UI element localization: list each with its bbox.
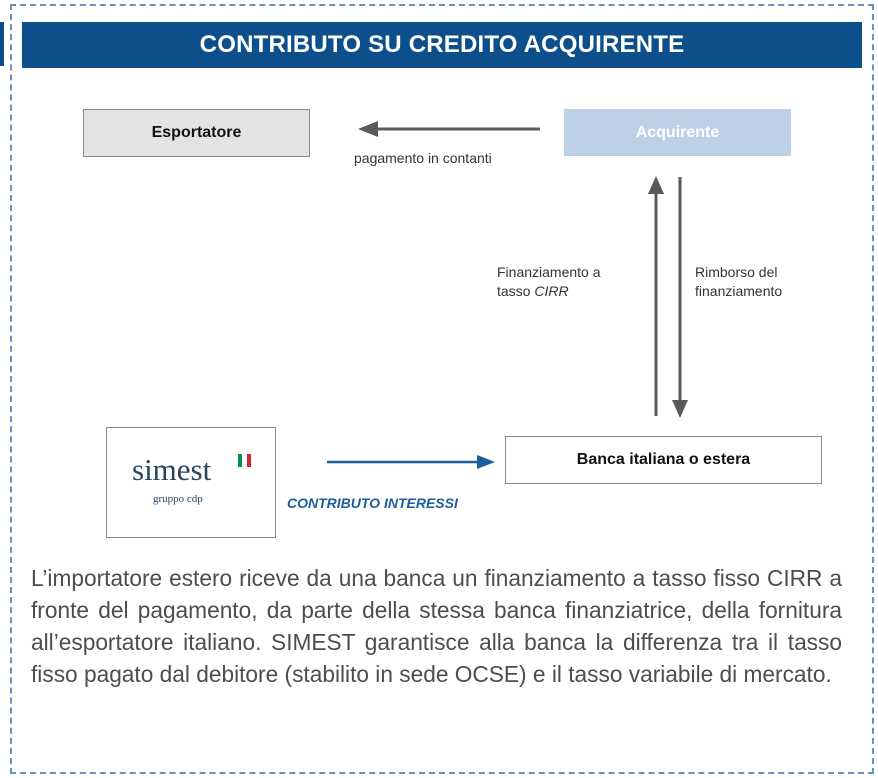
exporter-label: Esportatore (151, 124, 242, 141)
payment-label: pagamento in contanti (354, 150, 492, 166)
flag-stripe-white (242, 454, 247, 467)
financing-rate-name: CIRR (534, 283, 569, 299)
italian-flag-icon (238, 454, 251, 467)
financing-label-line2: tasso CIRR (497, 282, 601, 301)
contribution-arrow (327, 455, 495, 469)
contribution-label: CONTRIBUTO INTERESSI (287, 495, 458, 511)
logo-tagline: gruppo cdp (153, 493, 203, 505)
flag-stripe-green (238, 454, 243, 467)
exporter-box: Esportatore (83, 109, 310, 157)
accent-bar (0, 22, 4, 66)
repayment-label-line1: Rimborso del (695, 264, 778, 280)
simest-logo: simest gruppo cdp (106, 427, 276, 538)
financing-arrow-up (648, 176, 664, 416)
page-title: CONTRIBUTO SU CREDITO ACQUIRENTE (199, 31, 685, 58)
financing-rate-prefix: tasso (497, 283, 535, 299)
flag-stripe-red (246, 454, 251, 467)
financing-label-line1: Finanziamento a (497, 264, 601, 280)
bank-box: Banca italiana o estera (505, 436, 822, 484)
repayment-arrow-down (672, 177, 688, 418)
bank-label: Banca italiana o estera (576, 451, 751, 468)
title-banner: CONTRIBUTO SU CREDITO ACQUIRENTE (22, 22, 862, 68)
payment-arrow (358, 121, 540, 137)
financing-label: Finanziamento a tasso CIRR (497, 263, 601, 301)
repayment-label: Rimborso del finanziamento (695, 263, 782, 301)
repayment-label-line2: finanziamento (695, 283, 783, 299)
slide-frame (10, 4, 874, 774)
description-paragraph: L’importatore estero riceve da una banca… (31, 565, 842, 687)
buyer-box: Acquirente (564, 109, 791, 156)
buyer-label: Acquirente (635, 123, 720, 141)
logo-wordmark: simest (132, 452, 212, 487)
